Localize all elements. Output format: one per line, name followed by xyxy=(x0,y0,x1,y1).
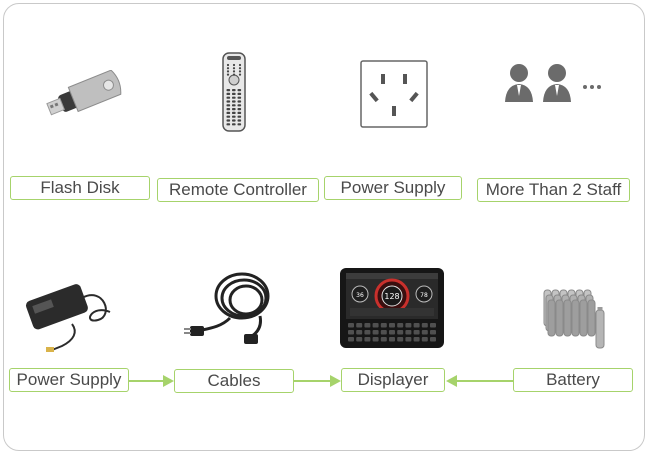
arrow-cables-to-displayer xyxy=(294,375,341,387)
two-people-icon xyxy=(503,62,607,104)
usb-flash-drive-icon xyxy=(44,70,124,118)
gauge-left-value: 36 xyxy=(356,292,364,299)
arrow-power-supply-to-cables xyxy=(129,375,174,387)
arrow-battery-to-displayer xyxy=(446,375,513,387)
displayer-label: Displayer xyxy=(341,368,445,392)
power-adapter-icon xyxy=(22,276,118,356)
battery-pack-icon xyxy=(542,286,612,352)
gauge-right-value: 78 xyxy=(420,292,428,299)
cables-label: Cables xyxy=(174,369,294,393)
battery-label: Battery xyxy=(513,368,633,392)
power-cable-icon xyxy=(182,272,282,348)
diagram-card: Flash Disk Remote Controller Power Suppl… xyxy=(3,3,645,451)
power-supply-top-label: Power Supply xyxy=(324,176,462,200)
wall-socket-icon xyxy=(360,60,428,128)
more-than-2-staff-label: More Than 2 Staff xyxy=(477,178,630,202)
remote-controller-label: Remote Controller xyxy=(157,178,319,202)
handheld-display-icon: 128 36 78 xyxy=(340,268,444,348)
power-supply-bottom-label: Power Supply xyxy=(9,368,129,392)
flash-disk-label: Flash Disk xyxy=(10,176,150,200)
gauge-center-value: 128 xyxy=(384,292,399,301)
remote-control-icon xyxy=(222,52,246,132)
